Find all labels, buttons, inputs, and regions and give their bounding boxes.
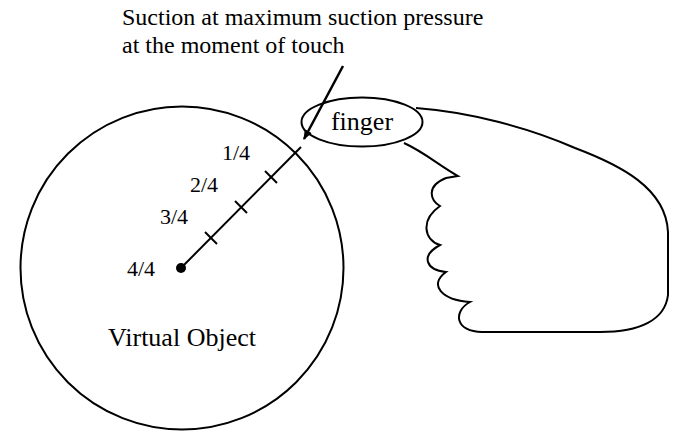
virtual-object-circle: Virtual Object [19, 105, 345, 431]
fraction-label: 3/4 [160, 204, 188, 229]
node-text: Virtual Object [108, 324, 256, 353]
tick-mark [235, 201, 247, 213]
center-dot [176, 263, 186, 273]
fraction-label: 2/4 [190, 172, 218, 197]
tick-mark [265, 171, 277, 183]
circle-shape [21, 107, 344, 430]
fingertip: finger [300, 96, 424, 148]
radius-line [181, 147, 301, 268]
annotation-text: Suction at maximum suction pressure at t… [122, 4, 502, 59]
ellipse-shape [302, 98, 423, 147]
fraction-label: 1/4 [222, 140, 250, 165]
tick-mark [205, 232, 217, 244]
fraction-label: 4/4 [127, 256, 155, 281]
node-outline [19, 105, 345, 431]
hand-outline [404, 108, 668, 332]
node-text: finger [331, 108, 393, 137]
